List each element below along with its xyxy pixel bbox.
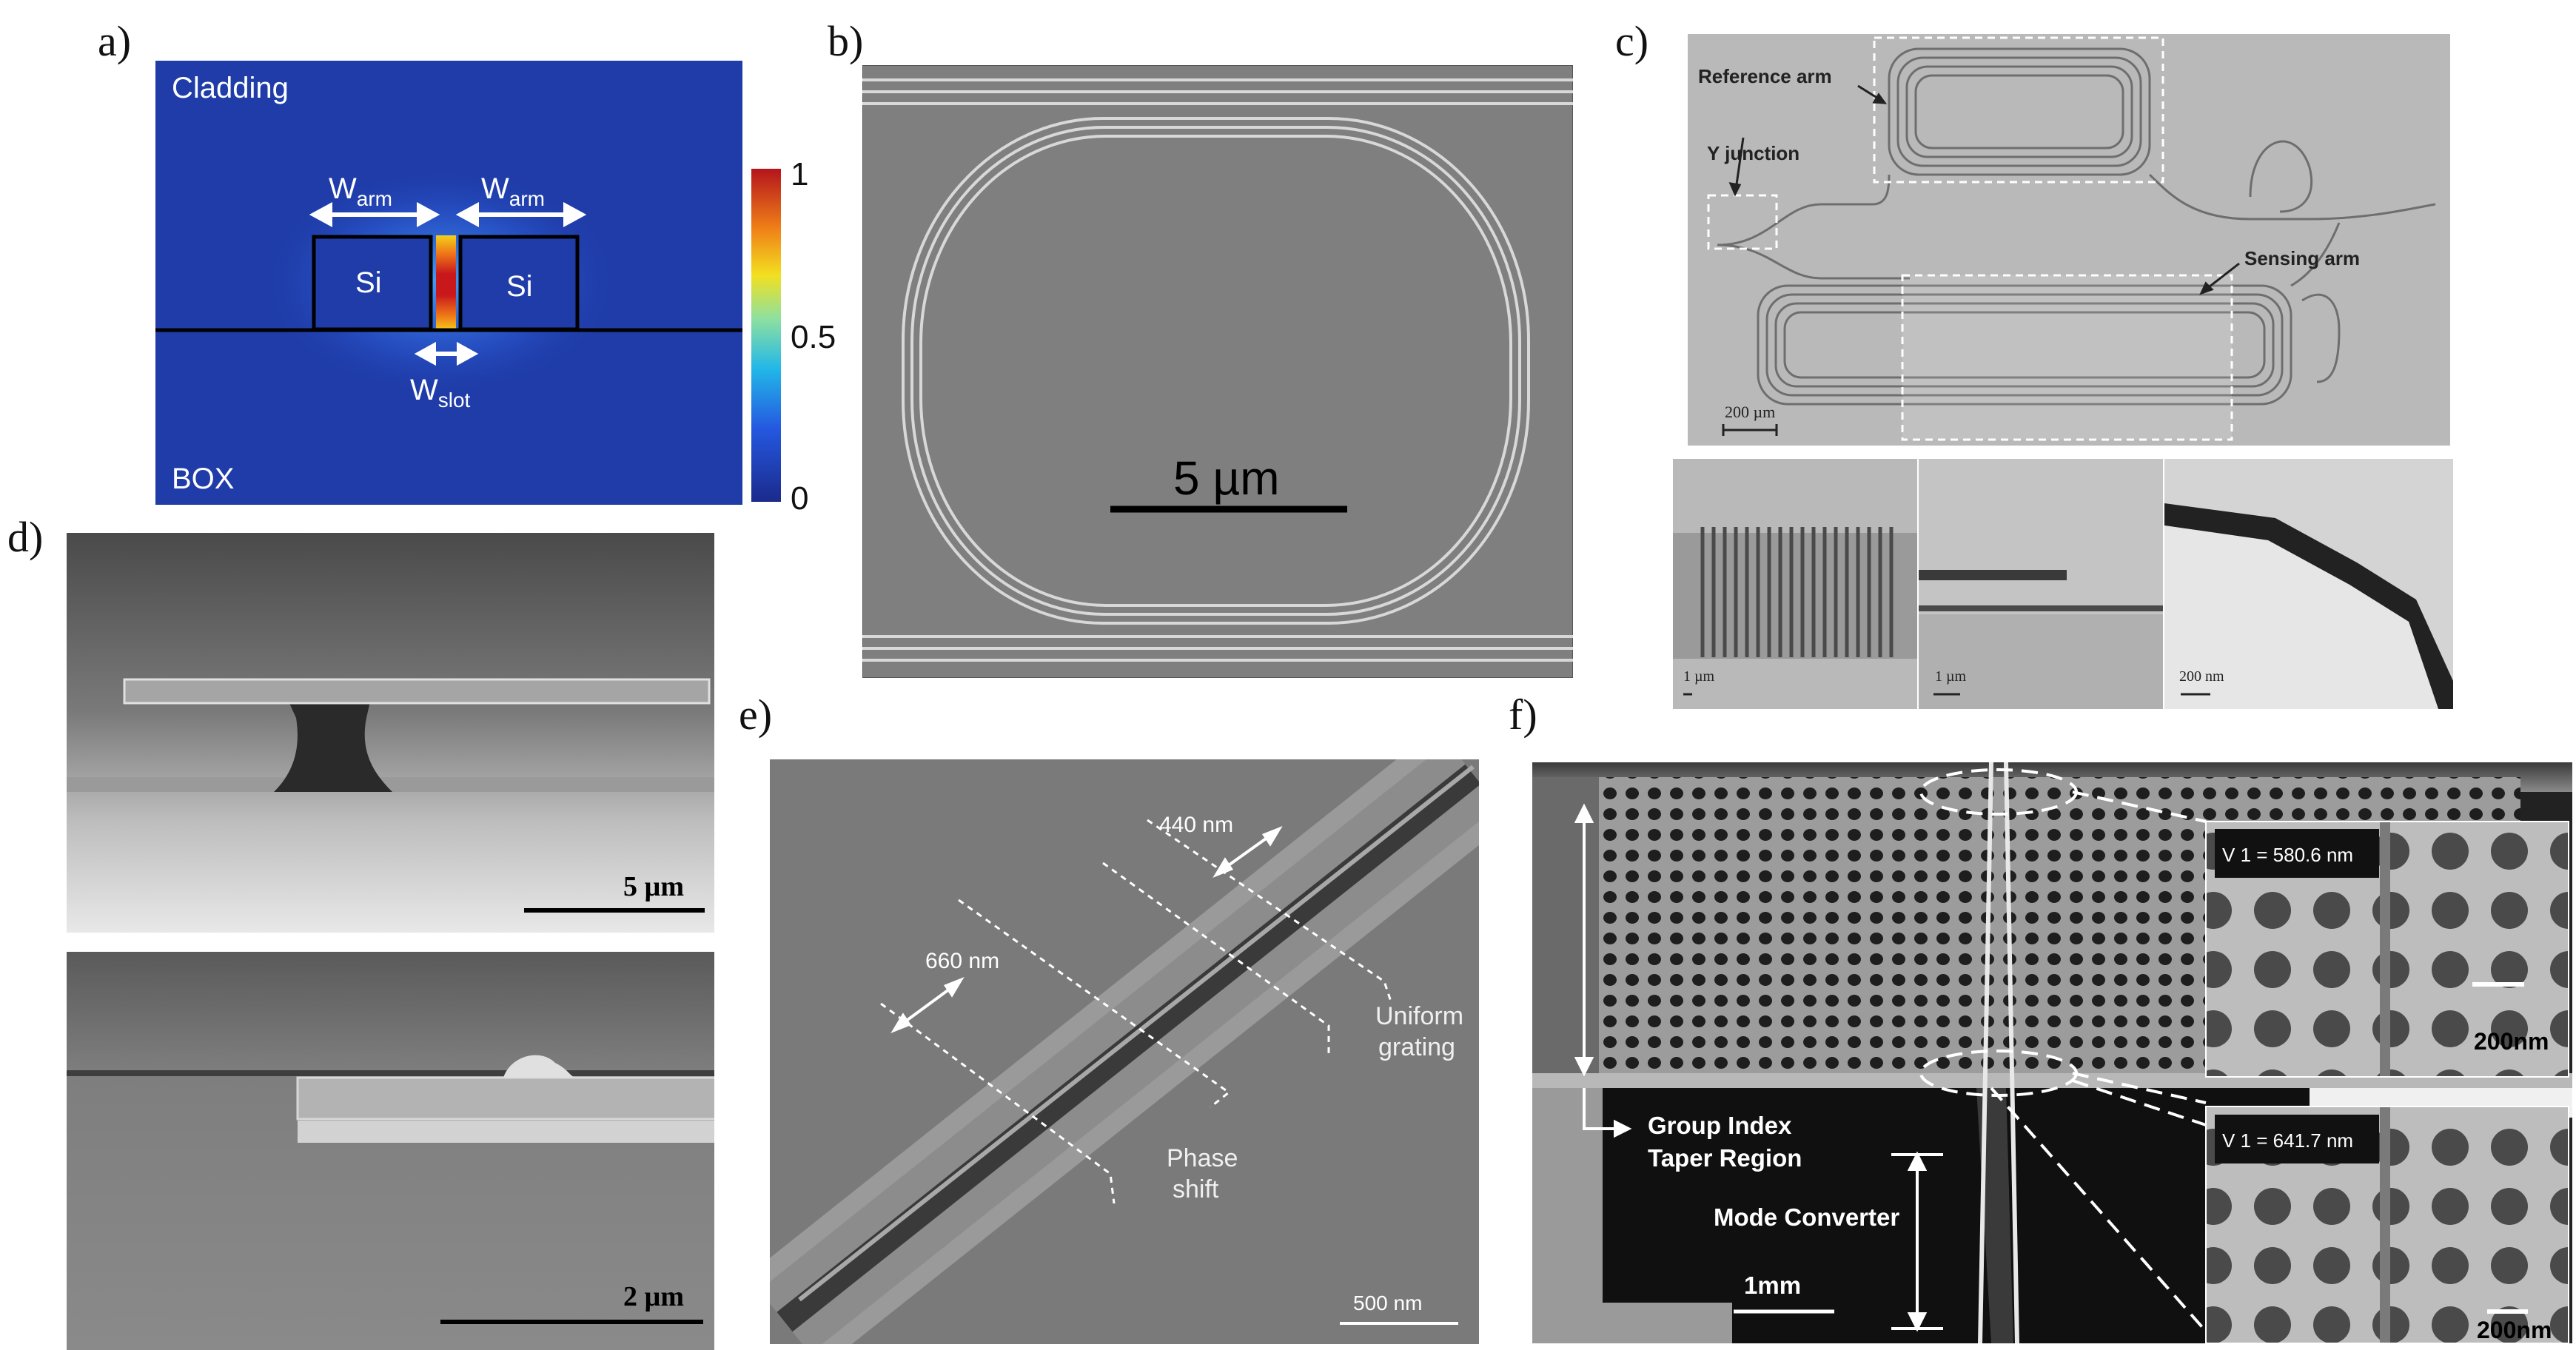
panel-b-ring-sem: 5 µm [862,65,1573,678]
panel-label-a: a) [98,17,132,65]
panel-c-inset-grating: 1 µm [1673,459,1917,709]
inset-top: V 1 = 580.6 nm 200nm [2205,821,2569,1078]
scale-top-label: 5 µm [623,871,684,902]
panel-label-d: d) [7,513,44,561]
cladding-label: Cladding [172,72,289,104]
panel-c-mzi-micrograph: Reference arm Y junction Sensing arm 200… [1688,34,2450,446]
v1-bottom-label: V 1 = 641.7 nm [2222,1129,2353,1152]
scale-main-label: 1mm [1744,1272,1801,1299]
panel-e-grating-sem: 660 nm 440 nm Uniform grating Phase shif… [770,759,1479,1344]
uniform-label: Uniform [1375,1002,1463,1030]
panel-label-e: e) [739,691,773,739]
inset2-scale: 1 µm [1935,668,1967,685]
si-right-label: Si [506,270,533,303]
shift-label: shift [1173,1175,1219,1203]
mode-converter-label: Mode Converter [1714,1203,1899,1231]
panel-f-pc-sem: Group Index Taper Region Mode Converter … [1532,762,2572,1343]
colorbar [751,169,781,502]
group-index-label: Group Index [1648,1112,1792,1139]
panel-label-f: f) [1509,691,1537,739]
colorbar-tick-1: 1 [791,156,808,192]
w-slot-label: Wslot [410,374,471,412]
colorbar-tick-05: 0.5 [791,319,836,355]
inset1-scale: 1 µm [1683,668,1715,685]
dim-660-label: 660 nm [925,949,999,973]
inset3-scale: 200 nm [2179,668,2224,685]
box-label: BOX [172,463,234,495]
panel-c-inset-cross-section: 200 nm [2164,459,2453,709]
inset-bottom: V 1 = 641.7 nm 200nm [2205,1106,2569,1343]
scale-label-main: 200 µm [1725,403,1775,421]
scale-label: 5 µm [1173,451,1280,505]
grating-label: grating [1378,1033,1455,1061]
colorbar-tick-0: 0 [791,480,808,511]
inset-bottom-scale: 200nm [2477,1317,2552,1343]
inset-top-scale: 200nm [2474,1028,2549,1055]
w-arm-right-label: Warm [481,172,545,210]
v1-top-label: V 1 = 580.6 nm [2222,844,2353,866]
dim-440-label: 440 nm [1159,813,1233,837]
y-junction-label: Y junction [1707,142,1799,164]
si-left-label: Si [355,266,382,299]
panel-d-sem-bottom: 2 µm [67,952,714,1350]
phase-label: Phase [1167,1144,1238,1172]
w-arm-left-label: Warm [329,172,392,210]
panel-label-c: c) [1615,17,1649,65]
panel-label-b: b) [828,17,864,65]
scale-label: 500 nm [1353,1292,1422,1314]
reference-arm-label: Reference arm [1698,65,1832,87]
taper-region-label: Taper Region [1648,1144,1802,1172]
sensing-arm-label: Sensing arm [2244,247,2360,269]
panel-d-sem-top: 5 µm [67,533,714,933]
scale-bottom-label: 2 µm [623,1281,684,1312]
panel-a-mode-plot: Cladding BOX Si Si Warm Warm Wslot 1 0.5… [155,61,836,511]
panel-c-inset-waveguide: 1 µm [1919,459,2163,709]
